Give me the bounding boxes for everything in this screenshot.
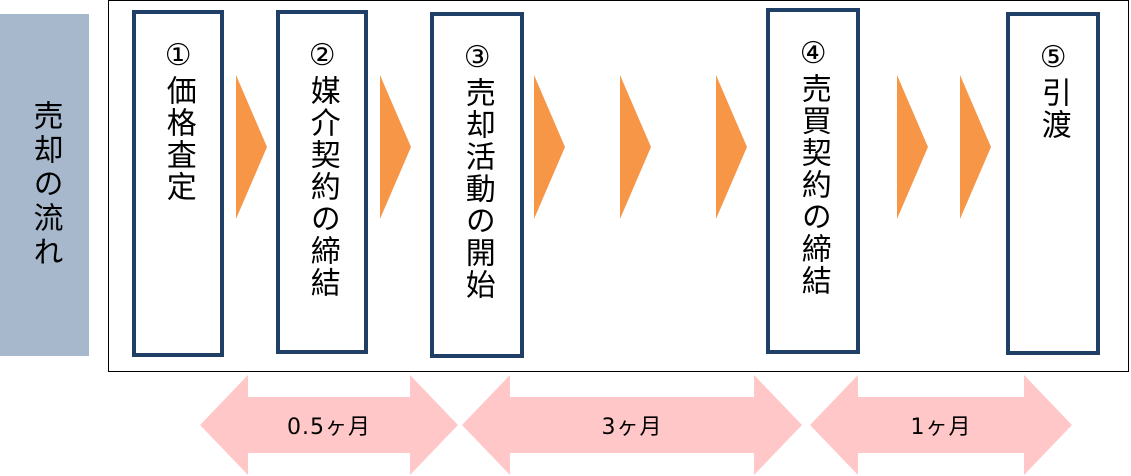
step-label: ④売買契約の締結	[795, 36, 831, 297]
step-brokerage-contract: ②媒介契約の締結	[276, 10, 368, 354]
chevron-arrow-3	[534, 75, 565, 219]
step-label: ①価格査定	[160, 38, 196, 203]
period-arrow-1: 0.5ヶ月	[200, 375, 458, 475]
chevron-arrow-4	[620, 75, 651, 219]
chevron-arrow-2	[380, 75, 411, 219]
step-label: ⑤引渡	[1035, 40, 1071, 141]
flow-side-label: 売却の流れ	[0, 14, 89, 356]
period-label: 1ヶ月	[910, 415, 972, 440]
chevron-arrow-7	[960, 75, 991, 219]
step-sales-contract: ④売買契約の締結	[766, 8, 860, 354]
period-label: 0.5ヶ月	[287, 415, 371, 440]
step-price-assessment: ①価格査定	[132, 10, 224, 357]
step-label: ②媒介契約の締結	[304, 38, 340, 299]
period-arrow-2: 3ヶ月	[462, 375, 802, 475]
chevron-arrow-5	[716, 75, 747, 219]
flow-title: 売却の流れ	[27, 100, 63, 270]
period-label: 3ヶ月	[601, 415, 663, 440]
step-label: ③売却活動の開始	[459, 40, 495, 301]
step-sales-start: ③売却活動の開始	[430, 12, 524, 358]
period-arrow-3: 1ヶ月	[810, 375, 1072, 475]
step-handover: ⑤引渡	[1006, 12, 1100, 355]
chevron-arrow-1	[236, 75, 267, 219]
chevron-arrow-6	[897, 75, 928, 219]
